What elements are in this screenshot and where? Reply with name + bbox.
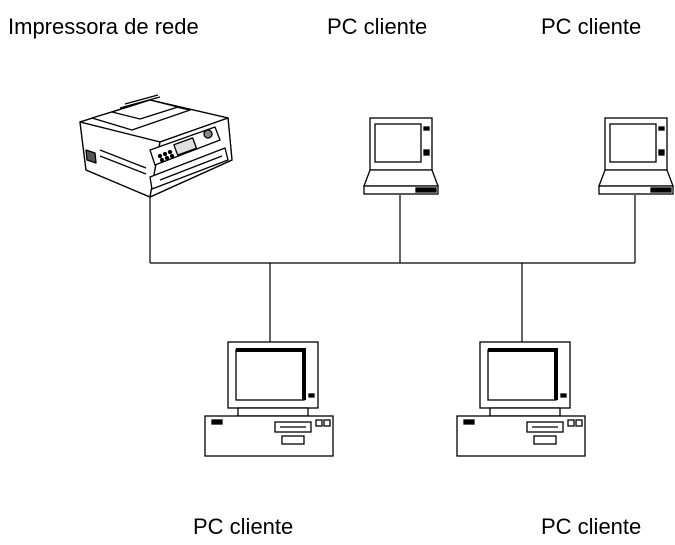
desktop-computer-icon: [204, 341, 334, 457]
laptop-icon: [598, 117, 674, 195]
desktop-computer-icon: [456, 341, 586, 457]
network-wiring: [149, 192, 636, 342]
network-printer-icon: [79, 94, 233, 198]
client-label-bottom-left: PC cliente: [193, 514, 294, 539]
printer-label: Impressora de rede: [8, 14, 199, 39]
client-label-top-left: PC cliente: [327, 14, 428, 39]
client-label-top-right: PC cliente: [541, 14, 642, 39]
client-label-bottom-right: PC cliente: [541, 514, 642, 539]
laptop-icon: [363, 117, 439, 195]
